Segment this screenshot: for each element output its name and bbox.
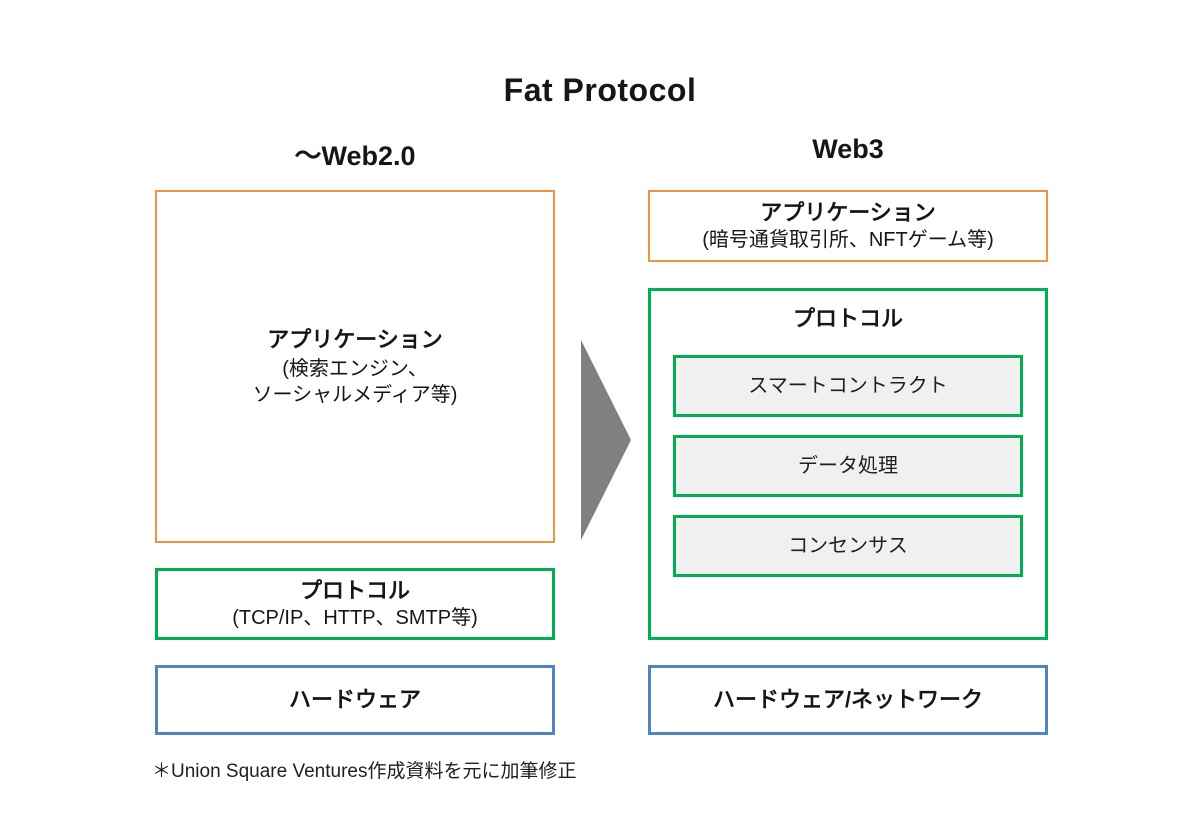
- web2-protocol-title: プロトコル: [299, 578, 410, 604]
- web2-hardware-title: ハードウェア: [288, 687, 421, 713]
- web3-application-subtitle: (暗号通貨取引所、NFTゲーム等): [702, 229, 994, 252]
- web2-protocol-box[interactable]: プロトコル (TCP/IP、HTTP、SMTP等): [155, 568, 555, 640]
- web3-protocol-layer-list: スマートコントラクト データ処理 コンセンサス: [651, 355, 1045, 578]
- web2-application-box[interactable]: アプリケーション (検索エンジン、 ソーシャルメディア等): [155, 190, 555, 543]
- web3-protocol-title: プロトコル: [792, 306, 903, 331]
- web3-protocol-item-consensus[interactable]: コンセンサス: [673, 515, 1023, 578]
- web3-hardware-box[interactable]: ハードウェア/ネットワーク: [648, 665, 1048, 735]
- page-title: Fat Protocol: [503, 72, 697, 108]
- web2-protocol-subtitle: (TCP/IP、HTTP、SMTP等): [232, 607, 478, 630]
- web2-application-title: アプリケーション: [267, 326, 443, 352]
- column-header-web2: 〜Web2.0: [294, 141, 416, 171]
- web3-application-title: アプリケーション: [760, 200, 936, 226]
- right-arrow-shape: [581, 340, 631, 540]
- web2-application-subtitle-line-1: (検索エンジン、: [282, 357, 428, 380]
- right-arrow-icon: [575, 340, 631, 540]
- web3-protocol-item-smart-contract[interactable]: スマートコントラクト: [673, 355, 1023, 418]
- source-footnote: ＊Union Square Ventures作成資料を元に加筆修正: [152, 761, 577, 782]
- web3-protocol-item-data-processing[interactable]: データ処理: [673, 435, 1023, 498]
- column-header-web3: Web3: [812, 134, 884, 164]
- web3-protocol-box[interactable]: プロトコル スマートコントラクト データ処理 コンセンサス: [648, 288, 1048, 640]
- web3-application-box[interactable]: アプリケーション (暗号通貨取引所、NFTゲーム等): [648, 190, 1048, 262]
- web2-hardware-box[interactable]: ハードウェア: [155, 665, 555, 735]
- web3-hardware-title: ハードウェア/ネットワーク: [712, 687, 984, 713]
- web2-application-subtitle-line-2: ソーシャルメディア等): [252, 384, 458, 407]
